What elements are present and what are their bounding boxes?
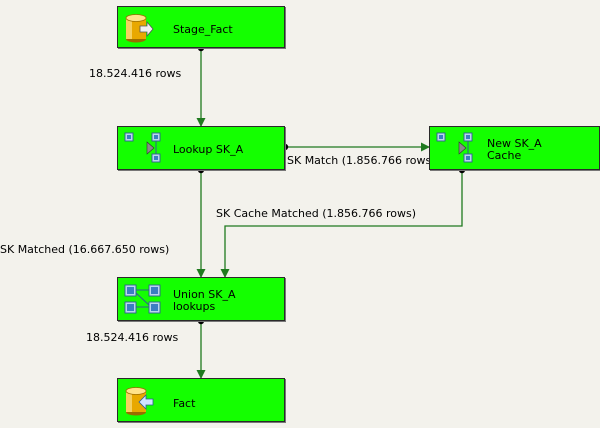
edge-label-lookup-to-cache: SK Match (1.856.766 rows)	[287, 154, 429, 167]
node-stage-fact[interactable]: Stage_Fact	[117, 6, 285, 48]
node-label: Stage_Fact	[173, 23, 233, 36]
edge-label-lookup-to-union: SK Matched (16.667.650 rows)	[0, 243, 170, 256]
node-label: Lookup SK_A	[173, 143, 244, 156]
connector-lookup-to-cache[interactable]	[281, 142, 430, 152]
edge-label-union-to-fact: 18.524.416 rows	[86, 331, 179, 344]
node-label: Fact	[173, 397, 196, 410]
connector-lookup-to-union[interactable]	[196, 166, 206, 278]
connector-union-to-fact[interactable]	[196, 317, 206, 379]
node-fact[interactable]: Fact	[117, 378, 285, 422]
node-new-sk-a-cache[interactable]: New SK_A Cache	[429, 126, 600, 170]
database-destination-icon	[125, 387, 154, 416]
database-source-icon	[125, 14, 154, 43]
connector-cache-to-union[interactable]	[220, 166, 466, 278]
node-union-sk-a-lookups[interactable]: Union SK_A lookups	[117, 277, 285, 321]
edge-label-stage-to-lookup: 18.524.416 rows	[89, 67, 182, 80]
node-label: New SK_A Cache	[487, 137, 542, 162]
node-label: Union SK_A lookups	[173, 288, 236, 313]
lookup-icon	[436, 132, 473, 163]
lookup-icon	[124, 132, 161, 163]
node-lookup-sk-a[interactable]: Lookup SK_A	[117, 126, 285, 170]
union-all-icon	[124, 284, 161, 314]
connector-stage-to-lookup[interactable]	[196, 44, 206, 127]
edge-label-cache-to-union: SK Cache Matched (1.856.766 rows)	[216, 207, 417, 220]
